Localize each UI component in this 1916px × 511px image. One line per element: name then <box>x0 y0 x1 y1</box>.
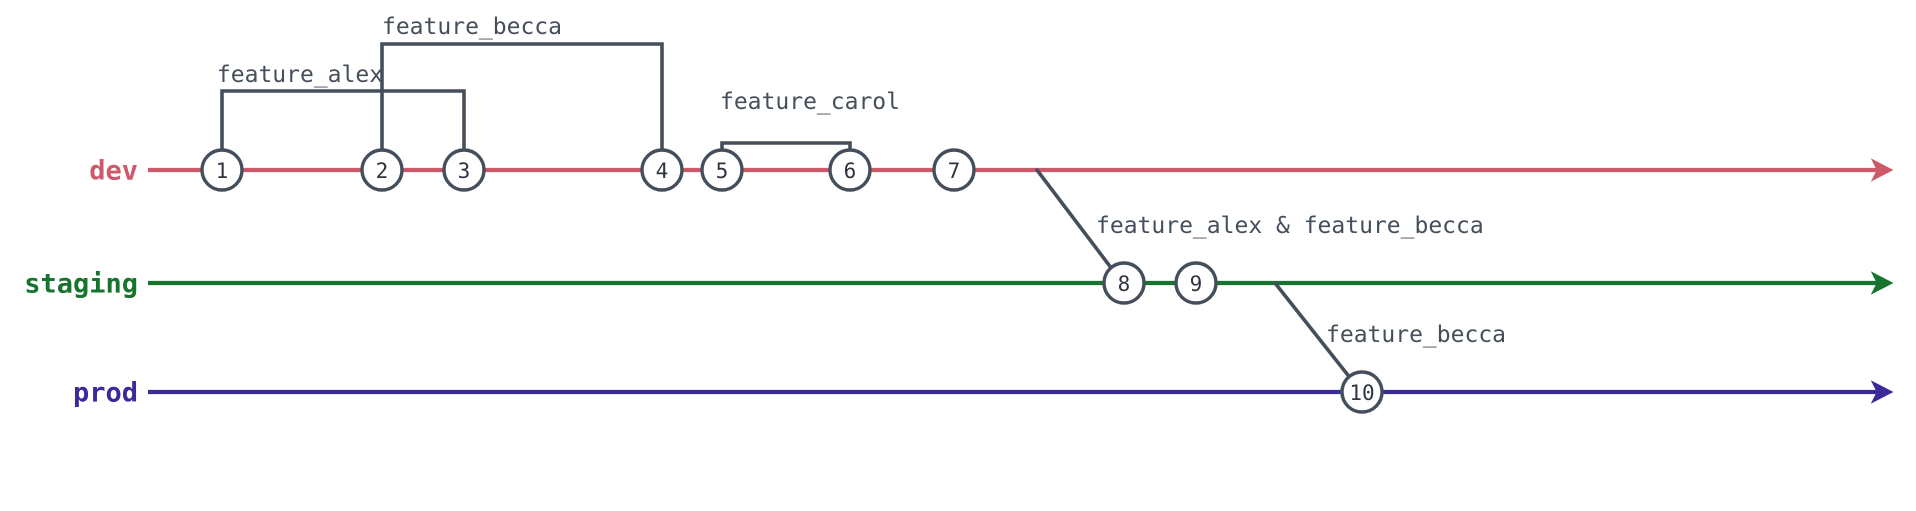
commit-node-3-circle[interactable] <box>442 148 486 192</box>
branch-label-prod: prod <box>73 378 138 409</box>
merge-dev-to-staging-label: feature_alex & feature_becca <box>1096 213 1484 239</box>
commit-node-10-label: 10 <box>1349 381 1374 405</box>
commit-node-6-circle[interactable] <box>828 148 872 192</box>
commit-node-7-circle[interactable] <box>932 148 976 192</box>
commit-node-9-label: 9 <box>1190 272 1203 296</box>
branch-label-dev: dev <box>89 156 138 187</box>
merge-staging-to-prod-line <box>1273 281 1353 381</box>
commit-node-1-label: 1 <box>216 159 229 183</box>
commit-node-6[interactable]: 6 <box>828 148 872 192</box>
commit-node-10-circle[interactable] <box>1340 370 1384 414</box>
feature-bracket-feature_alex: feature_alex <box>217 62 466 170</box>
commit-node-1-circle[interactable] <box>200 148 244 192</box>
feature-bracket-feature_carol: feature_carol <box>720 89 900 170</box>
commit-node-8-label: 8 <box>1118 272 1131 296</box>
feature_carol-bracket-label: feature_carol <box>720 89 900 115</box>
merge-staging-to-prod: feature_becca <box>1273 281 1506 381</box>
feature-brackets: feature_alex feature_becca feature_carol <box>217 14 900 170</box>
commit-node-6-label: 6 <box>844 159 857 183</box>
commit-node-8-circle[interactable] <box>1102 261 1146 305</box>
commit-node-2-circle[interactable] <box>360 148 404 192</box>
commit-node-1[interactable]: 1 <box>200 148 244 192</box>
feature_becca-bracket-label: feature_becca <box>382 14 562 40</box>
merge-dev-to-staging: feature_alex & feature_becca <box>1035 168 1484 271</box>
commit-node-4-circle[interactable] <box>640 148 684 192</box>
feature_becca-bracket-path <box>380 42 664 170</box>
branch-lane-staging: staging <box>24 269 1894 300</box>
commit-node-2[interactable]: 2 <box>360 148 404 192</box>
commit-node-5-circle[interactable] <box>700 148 744 192</box>
commit-node-4-label: 4 <box>656 159 669 183</box>
commit-nodes: 1 2 3 4 5 6 7 <box>200 148 1384 414</box>
merge-staging-to-prod-label: feature_becca <box>1326 322 1506 348</box>
commit-node-9-circle[interactable] <box>1174 261 1218 305</box>
branch-lanes: dev staging prod <box>24 156 1894 409</box>
commit-node-3-label: 3 <box>458 159 471 183</box>
branch-label-staging: staging <box>24 269 138 300</box>
merge-lines: feature_alex & feature_becca feature_bec… <box>1035 168 1506 381</box>
commit-node-5-label: 5 <box>716 159 729 183</box>
commit-node-4[interactable]: 4 <box>640 148 684 192</box>
commit-node-5[interactable]: 5 <box>700 148 744 192</box>
feature_alex-bracket-label: feature_alex <box>217 62 383 88</box>
commit-node-7[interactable]: 7 <box>932 148 976 192</box>
commit-node-8[interactable]: 8 <box>1102 261 1146 305</box>
commit-node-10[interactable]: 10 <box>1340 370 1384 414</box>
feature_alex-bracket-path <box>220 89 466 170</box>
branch-lane-prod: prod <box>73 378 1894 409</box>
commit-node-9[interactable]: 9 <box>1174 261 1218 305</box>
commit-node-7-label: 7 <box>948 159 961 183</box>
merge-dev-to-staging-line <box>1035 168 1114 271</box>
branch-lane-dev: dev <box>89 156 1894 187</box>
commit-node-3[interactable]: 3 <box>442 148 486 192</box>
commit-node-2-label: 2 <box>376 159 389 183</box>
feature-bracket-feature_becca: feature_becca <box>380 14 664 170</box>
